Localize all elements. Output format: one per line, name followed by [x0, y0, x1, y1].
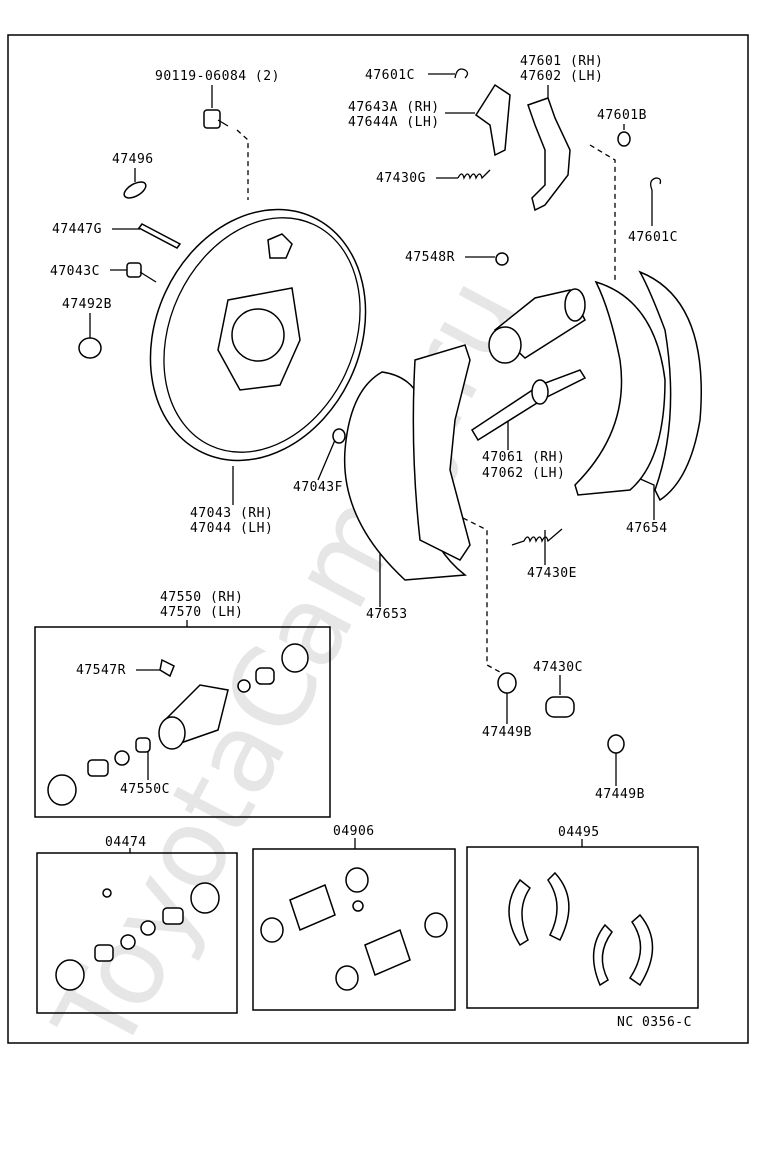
drawing-code: NC 0356-C [617, 1015, 692, 1030]
spring-47430c [545, 696, 575, 718]
label-47043: 47043 (RH) [190, 506, 273, 521]
shoe-47653 [343, 344, 471, 581]
label-47449b-a: 47449B [482, 725, 532, 740]
clip-47601c-right [650, 177, 662, 191]
label-47547r: 47547R [76, 663, 126, 678]
label-47601: 47601 (RH) [520, 54, 603, 69]
clip-47601c-top [454, 68, 469, 79]
cap-47548r [495, 252, 509, 266]
label-04906: 04906 [333, 824, 375, 839]
diagram-frame [7, 34, 749, 1044]
label-47601c-top: 47601C [365, 68, 415, 83]
label-47643a: 47643A (RH) [348, 100, 440, 115]
box-04906-kit [252, 848, 456, 1011]
box-04495-kit [466, 846, 699, 1009]
part-47496 [123, 181, 147, 199]
label-90119-06084: 90119-06084 (2) [155, 69, 280, 84]
label-47449b-b: 47449B [595, 787, 645, 802]
adjuster-47061 [470, 369, 587, 442]
label-47430g: 47430G [376, 171, 426, 186]
label-47044: 47044 (LH) [190, 521, 273, 536]
shoe-47654 [574, 270, 702, 502]
cup-47449b-b [607, 734, 625, 754]
plug-47492b [78, 337, 102, 359]
kit-04474-parts [55, 882, 220, 991]
label-47492b: 47492B [62, 297, 112, 312]
label-47062: 47062 (LH) [482, 466, 565, 481]
label-47061: 47061 (RH) [482, 450, 565, 465]
label-47601b: 47601B [597, 108, 647, 123]
label-47430e: 47430E [527, 566, 577, 581]
box-47550-cylinder-assembly [34, 626, 331, 818]
label-47601c-right: 47601C [628, 230, 678, 245]
label-47430c: 47430C [533, 660, 583, 675]
label-47653: 47653 [366, 607, 408, 622]
label-47550c: 47550C [120, 782, 170, 797]
label-47654: 47654 [626, 521, 668, 536]
label-47602: 47602 (LH) [520, 69, 603, 84]
nut-47043f [332, 428, 346, 444]
label-47043f: 47043F [293, 480, 343, 495]
label-47570: 47570 (LH) [160, 605, 243, 620]
spring-47430g [457, 169, 491, 180]
label-47496: 47496 [112, 152, 154, 167]
bolt-90119-06084 [203, 109, 229, 129]
label-47550: 47550 (RH) [160, 590, 243, 605]
washer-47601b [617, 131, 631, 147]
label-47043c: 47043C [50, 264, 100, 279]
spring-47430e [511, 528, 563, 546]
kit-04906-parts [260, 867, 448, 991]
bolt-47043c [126, 262, 157, 283]
pin-47447g [137, 223, 182, 249]
wheel-cylinder [488, 288, 586, 364]
label-04495: 04495 [558, 825, 600, 840]
cylinder-assembly-parts [47, 643, 309, 806]
lever-47601 [527, 97, 571, 212]
box-04474-kit [36, 852, 238, 1014]
label-47644a: 47644A (LH) [348, 115, 440, 130]
label-47447g: 47447G [52, 222, 102, 237]
label-47548r: 47548R [405, 250, 455, 265]
label-04474: 04474 [105, 835, 147, 850]
kit-04495-parts [508, 871, 654, 987]
cup-47449b-a [497, 672, 517, 694]
plate-47643a [474, 83, 511, 157]
backing-plate-47043 [149, 208, 367, 462]
